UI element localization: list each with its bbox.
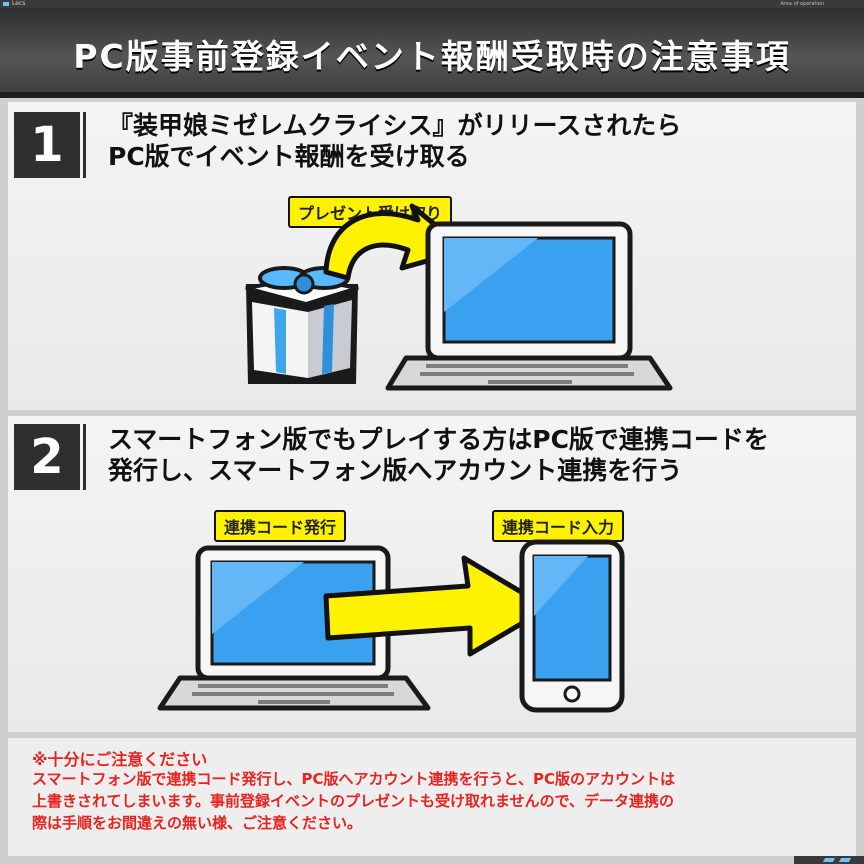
notice-line2: 上書きされてしまいます。事前登録イベントのプレゼントも受け取れませんので、データ…	[32, 792, 675, 810]
topbar-marker-icon	[3, 2, 9, 6]
page-title: PC版事前登録イベント報酬受取時の注意事項	[73, 37, 791, 76]
top-bar: Lecs Area of operation	[0, 0, 864, 8]
deco-stripe-icon	[822, 858, 836, 862]
notice-heading: ※十分にご注意ください	[32, 750, 208, 769]
step1-text: 『装甲娘ミゼレムクライシス』がリリースされたら PC版でイベント報酬を受け取る	[108, 110, 681, 172]
step2-text: スマートフォン版でもプレイする方はPC版で連携コードを 発行し、スマートフォン版…	[108, 424, 769, 486]
step1-panel: 1 『装甲娘ミゼレムクライシス』がリリースされたら PC版でイベント報酬を受け取…	[8, 102, 856, 410]
notice-line3: 際は手順をお間違えの無い様、ご注意ください。	[32, 814, 363, 832]
arrow-right-icon	[323, 555, 551, 657]
deco-stripe-icon	[838, 858, 852, 862]
bottom-decoration	[794, 856, 864, 864]
step1-illustration	[245, 203, 673, 391]
step2-illustration	[157, 539, 625, 713]
step2-number-badge: 2	[14, 424, 86, 490]
code-issue-label: 連携コード発行	[214, 510, 347, 542]
step1-line2: PC版でイベント報酬を受け取る	[108, 142, 470, 171]
notice-line1: スマートフォン版で連携コード発行し、PC版へアカウント連携を行うと、PC版のアカ…	[32, 770, 675, 788]
laptop-icon	[385, 221, 673, 391]
title-header: PC版事前登録イベント報酬受取時の注意事項	[0, 8, 864, 98]
header-strip	[0, 92, 864, 98]
warning-notice: ※十分にご注意ください スマートフォン版で連携コード発行し、PC版へアカウント連…	[8, 738, 856, 856]
topbar-label: Lecs	[12, 0, 26, 7]
topbar-right-text: Area of operation	[780, 1, 824, 7]
step2-line2: 発行し、スマートフォン版へアカウント連携を行う	[108, 456, 683, 485]
step2-panel: 2 スマートフォン版でもプレイする方はPC版で連携コードを 発行し、スマートフォ…	[8, 416, 856, 732]
gift-box-icon	[245, 266, 359, 384]
step2-line1: スマートフォン版でもプレイする方はPC版で連携コードを	[108, 425, 769, 454]
step1-line1: 『装甲娘ミゼレムクライシス』がリリースされたら	[108, 111, 682, 140]
code-input-label: 連携コード入力	[492, 510, 625, 542]
smartphone-icon	[519, 539, 625, 713]
notice-body: スマートフォン版で連携コード発行し、PC版へアカウント連携を行うと、PC版のアカ…	[32, 768, 844, 834]
step1-number-badge: 1	[14, 112, 86, 178]
